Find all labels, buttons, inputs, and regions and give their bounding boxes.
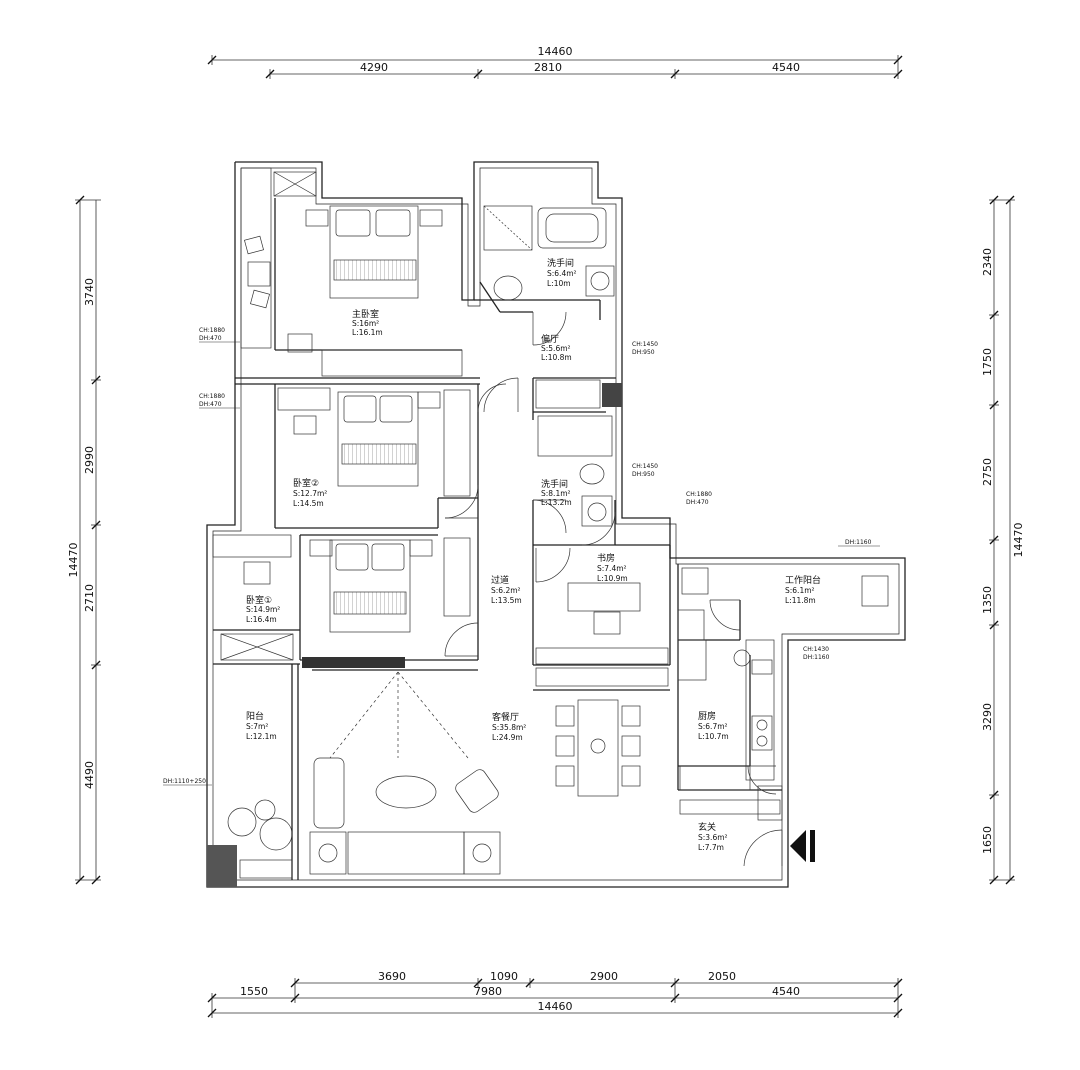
room-living-name: 客餐厅 xyxy=(492,711,519,723)
window-notes: CH:1880 DH:470 CH:1880 DH:470 CH:1450 DH… xyxy=(163,327,880,786)
room-hall-area: S:5.6m² xyxy=(541,344,571,353)
room-bath2-perimeter: L:13.2m xyxy=(541,498,572,507)
dim-left-2: 2990 xyxy=(83,446,96,474)
dim-left-3: 2710 xyxy=(83,584,96,612)
window-note-dh: DH:1110+250 xyxy=(163,778,206,785)
room-hall-perimeter: L:10.8m xyxy=(541,353,572,362)
room-living-perimeter: L:24.9m xyxy=(492,733,523,742)
dim-bottom-b1: 1550 xyxy=(240,985,268,998)
dim-top-2: 2810 xyxy=(534,61,562,74)
room-bath2-area: S:8.1m² xyxy=(541,489,571,498)
room-bath1-name: 洗手间 xyxy=(547,257,574,269)
room-master-area: S:16m² xyxy=(352,319,379,328)
dim-right-1: 2340 xyxy=(981,248,994,276)
room-study-area: S:7.4m² xyxy=(597,564,627,573)
window-note-dh: DH:950 xyxy=(632,471,655,478)
room-work-balcony-name: 工作阳台 xyxy=(785,574,821,586)
room-kitchen-perimeter: L:10.7m xyxy=(698,732,729,741)
room-master-perimeter: L:16.1m xyxy=(352,328,383,337)
room-balcony-name: 阳台 xyxy=(246,710,264,722)
room-balcony-area: S:7m² xyxy=(246,722,268,731)
window-note-dh: DH:950 xyxy=(632,349,655,356)
room-balcony-perimeter: L:12.1m xyxy=(246,732,277,741)
dim-bottom-total: 14460 xyxy=(538,1000,573,1013)
dim-top-3: 4540 xyxy=(772,61,800,74)
dim-left-1: 3740 xyxy=(83,278,96,306)
room-work-balcony-perimeter: L:11.8m xyxy=(785,596,816,605)
entry-arrow-icon xyxy=(790,830,815,862)
room-kitchen-area: S:6.7m² xyxy=(698,722,728,731)
room-bed1-area: S:14.9m² xyxy=(246,605,280,614)
dim-bottom-b2: 7980 xyxy=(474,985,502,998)
room-bed1-name: 卧室① xyxy=(246,594,272,606)
room-bed2-name: 卧室② xyxy=(293,477,319,489)
window-note-ch: CH:1880 xyxy=(199,327,225,334)
window-note-dh: DH:1160 xyxy=(803,654,830,661)
column-block-corner xyxy=(207,845,237,887)
room-kitchen-name: 厨房 xyxy=(698,710,716,722)
dim-right-4: 1350 xyxy=(981,586,994,614)
dim-bottom-a2: 1090 xyxy=(490,970,518,983)
room-work-balcony-area: S:6.1m² xyxy=(785,586,815,595)
room-bath1-area: S:6.4m² xyxy=(547,269,577,278)
room-labels: 主卧室 S:16m² L:16.1m 洗手间 S:6.4m² L:10m 偏厅 … xyxy=(246,257,821,852)
window-note-dh: DH:470 xyxy=(686,499,709,506)
dim-right-3: 2750 xyxy=(981,458,994,486)
doors xyxy=(444,311,783,867)
room-entry-area: S:3.6m² xyxy=(698,833,728,842)
room-corridor-area: S:6.2m² xyxy=(491,586,521,595)
window-note-ch: CH:1430 xyxy=(803,646,829,653)
room-study-name: 书房 xyxy=(597,552,615,564)
walls xyxy=(206,161,906,888)
room-entry-name: 玄关 xyxy=(698,821,716,833)
room-bath1-perimeter: L:10m xyxy=(547,279,571,288)
wall-segment-dark xyxy=(302,657,405,668)
room-entry-perimeter: L:7.7m xyxy=(698,843,724,852)
dim-top-total: 14460 xyxy=(538,45,573,58)
room-study-perimeter: L:10.9m xyxy=(597,574,628,583)
window-note-ch: CH:1450 xyxy=(632,341,658,348)
window-note-ch: CH:1450 xyxy=(632,463,658,470)
dim-right-total: 14470 xyxy=(1012,523,1025,558)
furniture xyxy=(212,167,889,879)
dim-bottom-b3: 4540 xyxy=(772,985,800,998)
dim-bottom-a4: 2050 xyxy=(708,970,736,983)
dim-right-2: 1750 xyxy=(981,348,994,376)
column-block xyxy=(602,383,622,407)
room-bath2-name: 洗手间 xyxy=(541,478,568,490)
room-corridor-perimeter: L:13.5m xyxy=(491,596,522,605)
dimension-ticks xyxy=(75,55,1015,1018)
room-bed1-perimeter: L:16.4m xyxy=(246,615,277,624)
dim-left-total: 14470 xyxy=(67,543,80,578)
dim-right-6: 1650 xyxy=(981,826,994,854)
window-note-dh: DH:470 xyxy=(199,401,222,408)
room-corridor-name: 过道 xyxy=(491,574,509,586)
dim-bottom-a3: 2900 xyxy=(590,970,618,983)
room-bed2-perimeter: L:14.5m xyxy=(293,499,324,508)
dim-right-5: 3290 xyxy=(981,703,994,731)
room-master-name: 主卧室 xyxy=(352,308,379,320)
window-note-ch: CH:1880 xyxy=(686,491,712,498)
room-bed2-area: S:12.7m² xyxy=(293,489,327,498)
dim-top-1: 4290 xyxy=(360,61,388,74)
room-hall-name: 偏厅 xyxy=(541,333,559,345)
window-note-ch: CH:1880 xyxy=(199,393,225,400)
window-note-dh: DH:470 xyxy=(199,335,222,342)
room-living-area: S:35.8m² xyxy=(492,723,526,732)
window-note-dh: DH:1160 xyxy=(845,539,872,546)
dim-bottom-a1: 3690 xyxy=(378,970,406,983)
dim-left-4: 4490 xyxy=(83,761,96,789)
